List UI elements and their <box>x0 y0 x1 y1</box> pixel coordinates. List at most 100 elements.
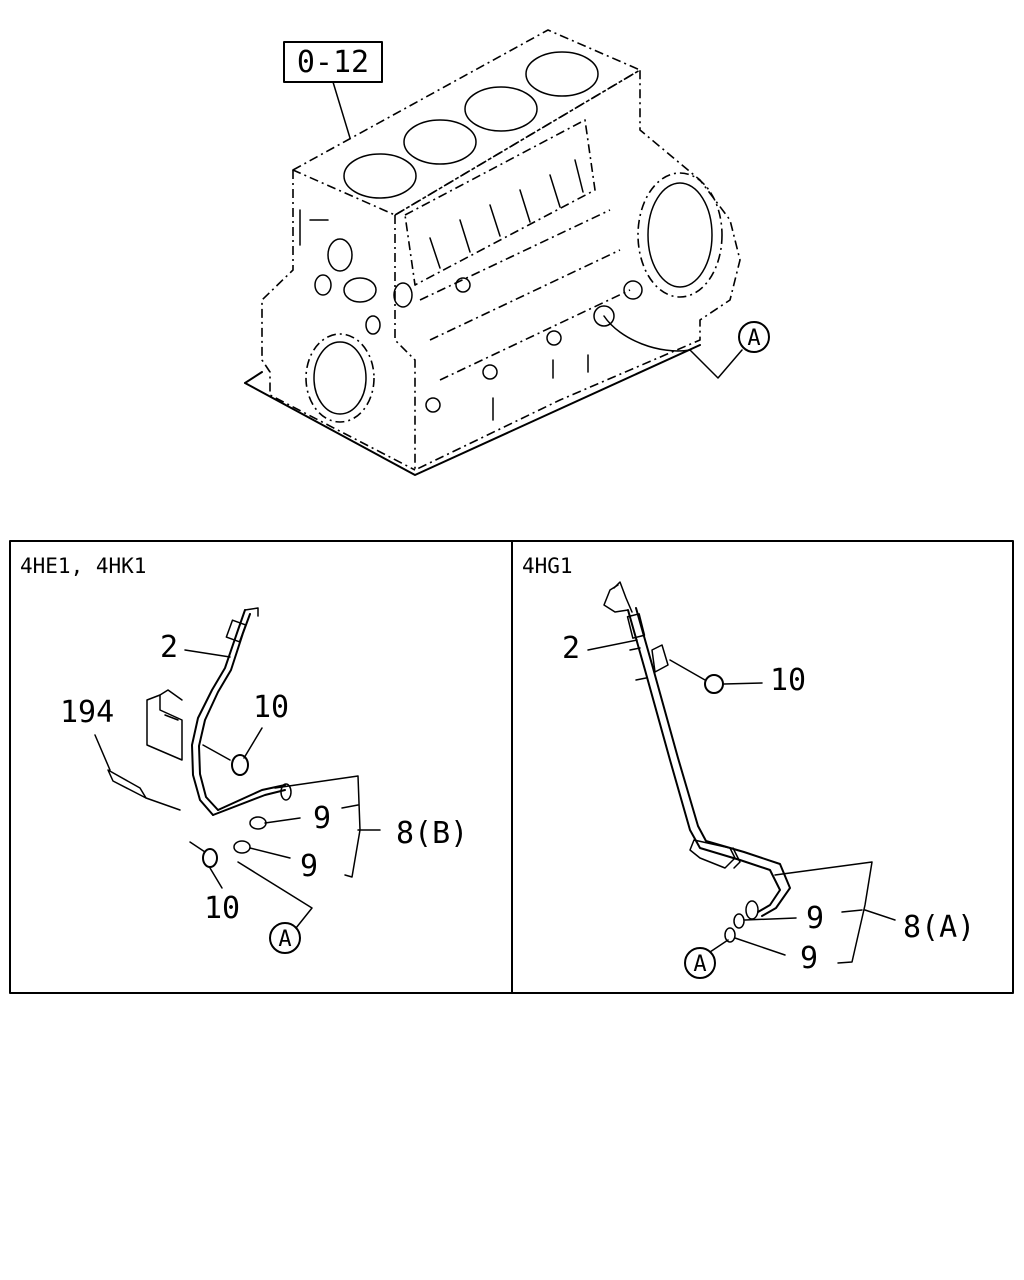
bolt-10-top-head <box>231 754 249 776</box>
dipstick-tube-inner <box>198 613 251 811</box>
label-8a: 8(A) <box>903 910 975 945</box>
tube-end-right <box>745 900 759 920</box>
tube-end <box>280 783 292 801</box>
leader-10-top <box>243 727 263 759</box>
engine-block-illustration: 0-12 <box>244 29 770 476</box>
crank-bore-front-rim <box>305 333 375 423</box>
crank-bore-rear-rim <box>637 172 723 298</box>
leader-2 <box>184 649 231 658</box>
label-10-bottom: 10 <box>204 891 240 926</box>
ref-label-a-left: A <box>278 927 291 952</box>
ref-circle-a-left <box>269 922 301 954</box>
callout-leader-a <box>603 315 743 379</box>
callout-circle-a <box>738 321 770 353</box>
label-9-top-right: 9 <box>806 901 824 936</box>
bracket-8a <box>774 861 873 964</box>
bolt-10-bottom-shank <box>189 841 206 853</box>
web-boss-2 <box>482 364 498 380</box>
drain-studs <box>492 354 589 421</box>
ref-circle-a-right <box>684 947 716 979</box>
block-left-face <box>261 170 416 471</box>
leader-9-top <box>264 804 359 824</box>
tube-clips-right <box>629 647 647 681</box>
cylinder-bore-2 <box>403 119 477 165</box>
tube-lower-bend <box>212 784 286 816</box>
panel-left: 4HE1, 4HK1 2 194 10 <box>20 554 468 954</box>
leader-194 <box>94 734 111 771</box>
tube-bracket <box>146 694 183 761</box>
crank-bore-rear <box>647 182 713 288</box>
label-9-top: 9 <box>313 801 331 836</box>
block-right-face <box>394 69 741 471</box>
block-base-edge <box>244 344 701 476</box>
web-boss-3 <box>546 330 562 346</box>
front-hole-1 <box>327 238 353 272</box>
label-2: 2 <box>160 630 178 665</box>
gasket-9-bottom <box>233 840 251 854</box>
front-rib <box>299 209 329 246</box>
front-hole-3 <box>314 274 332 296</box>
ref-label-a-right: A <box>693 952 706 977</box>
block-base-corner <box>244 371 263 384</box>
block-top-deck <box>292 29 641 216</box>
bolt-10-top-shank <box>202 744 231 761</box>
label-10-top: 10 <box>253 690 289 725</box>
cylinder-bore-4 <box>525 51 599 97</box>
front-hole-2 <box>343 277 377 303</box>
leader-9-top-right <box>744 909 863 921</box>
callout-label-a: A <box>747 326 760 351</box>
cylinder-bore-3 <box>464 86 538 132</box>
reference-label: 0-12 <box>297 45 369 80</box>
part-194-tip <box>145 797 181 811</box>
web-boss-1 <box>455 277 471 293</box>
crank-bore-front <box>313 341 367 415</box>
leader-9-bottom-right <box>734 937 786 956</box>
lower-bracket-right <box>689 839 736 869</box>
label-2-right: 2 <box>562 631 580 666</box>
panel-right-header: 4HG1 <box>522 554 573 578</box>
web-lines <box>419 209 631 381</box>
web-boss-4 <box>425 397 441 413</box>
gallery-ribs <box>429 159 584 269</box>
grommet-right <box>626 613 646 639</box>
dipstick-handle-right <box>603 584 629 613</box>
tube-collar-right <box>732 847 741 869</box>
guide-tube-outer-right <box>627 609 781 913</box>
leader-10-bottom <box>209 867 223 889</box>
gasket-9-bottom-right <box>724 927 736 943</box>
block-front-edge <box>394 215 416 470</box>
leader-2-right <box>587 639 638 651</box>
bolt-10-right-head <box>704 674 724 694</box>
label-8b: 8(B) <box>396 816 468 851</box>
label-9-bottom-right: 9 <box>800 941 818 976</box>
oil-port-boss <box>593 305 615 327</box>
bolt-10-bottom-head <box>202 848 218 868</box>
dipstick-handle <box>244 607 259 617</box>
dipstick-tube-outer <box>191 609 246 816</box>
front-hole-5 <box>365 315 381 335</box>
leader-9-bottom <box>249 847 291 859</box>
front-hole-4 <box>393 282 413 308</box>
leader-8a <box>864 909 896 921</box>
bolt-10-right-shank <box>669 659 706 681</box>
leader-a-left <box>237 861 313 929</box>
panel-left-header: 4HE1, 4HK1 <box>20 554 146 578</box>
reference-leader <box>332 81 351 139</box>
part-194-body <box>107 769 147 799</box>
dipstick-handle-right-2 <box>613 581 633 613</box>
label-10-right: 10 <box>770 663 806 698</box>
label-9-bottom: 9 <box>300 849 318 884</box>
leader-10-right <box>723 682 763 685</box>
panel-right: 4HG1 2 10 9 9 8(A) A <box>522 554 975 979</box>
gasket-9-top <box>249 816 267 830</box>
upper-bracket-right <box>651 644 669 673</box>
gallery-panel <box>404 119 596 286</box>
bracket-detail <box>159 689 183 721</box>
oil-port-boss-2 <box>623 280 643 300</box>
leader-a-right <box>709 939 729 953</box>
label-194: 194 <box>60 695 114 730</box>
gasket-9-top-right <box>733 913 745 929</box>
cylinder-bore-1 <box>343 153 417 199</box>
dipstick-grommet <box>225 619 247 643</box>
